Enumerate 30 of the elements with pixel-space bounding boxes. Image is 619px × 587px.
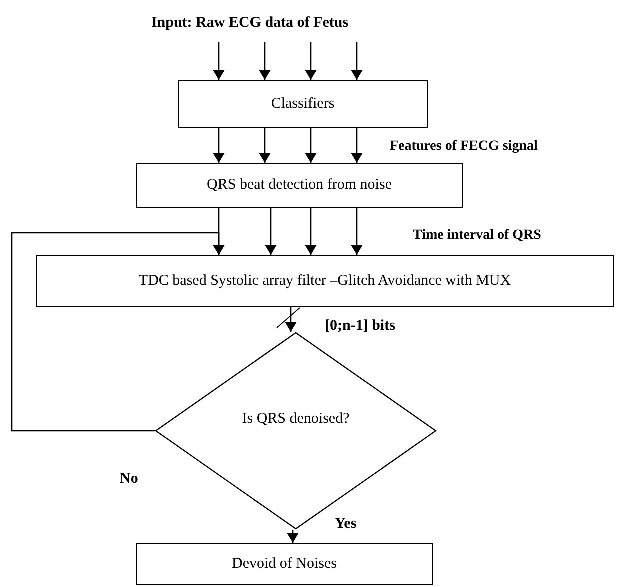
arrow: [351, 128, 363, 163]
process-text: Classifiers: [270, 94, 336, 114]
arrow: [11, 232, 225, 432]
arrow: [287, 530, 299, 543]
process-text: Devoid of Noises: [231, 554, 338, 574]
edge-label: Yes: [335, 515, 357, 534]
input-heading: Input: Raw ECG data of Fetus: [151, 14, 349, 33]
decision-diamond: [155, 332, 437, 530]
process-box: [136, 163, 463, 208]
decision-text: Is QRS denoised?: [241, 410, 351, 429]
arrow: [305, 128, 317, 163]
arrow: [285, 307, 297, 332]
arrow: [305, 42, 317, 80]
arrow: [259, 42, 271, 80]
annotation-label: Time interval of QRS: [413, 227, 542, 245]
process-box: [36, 255, 614, 307]
process-text: TDC based Systolic array filter –Glitch Avoidance with MUX: [138, 272, 512, 291]
arrow: [351, 208, 363, 255]
annotation-label: Features of FECG signal: [390, 138, 538, 156]
edge-label: [0;n-1] bits: [325, 317, 396, 336]
arrow: [259, 128, 271, 163]
arrow: [305, 208, 317, 255]
arrow: [265, 208, 277, 255]
edge-label: No: [120, 470, 138, 489]
process-box: [178, 80, 428, 128]
arrow: [213, 128, 225, 163]
process-text: QRS beat detection from noise: [206, 176, 393, 196]
arrow: [351, 42, 363, 80]
arrow: [213, 42, 225, 80]
process-box: [136, 543, 433, 585]
